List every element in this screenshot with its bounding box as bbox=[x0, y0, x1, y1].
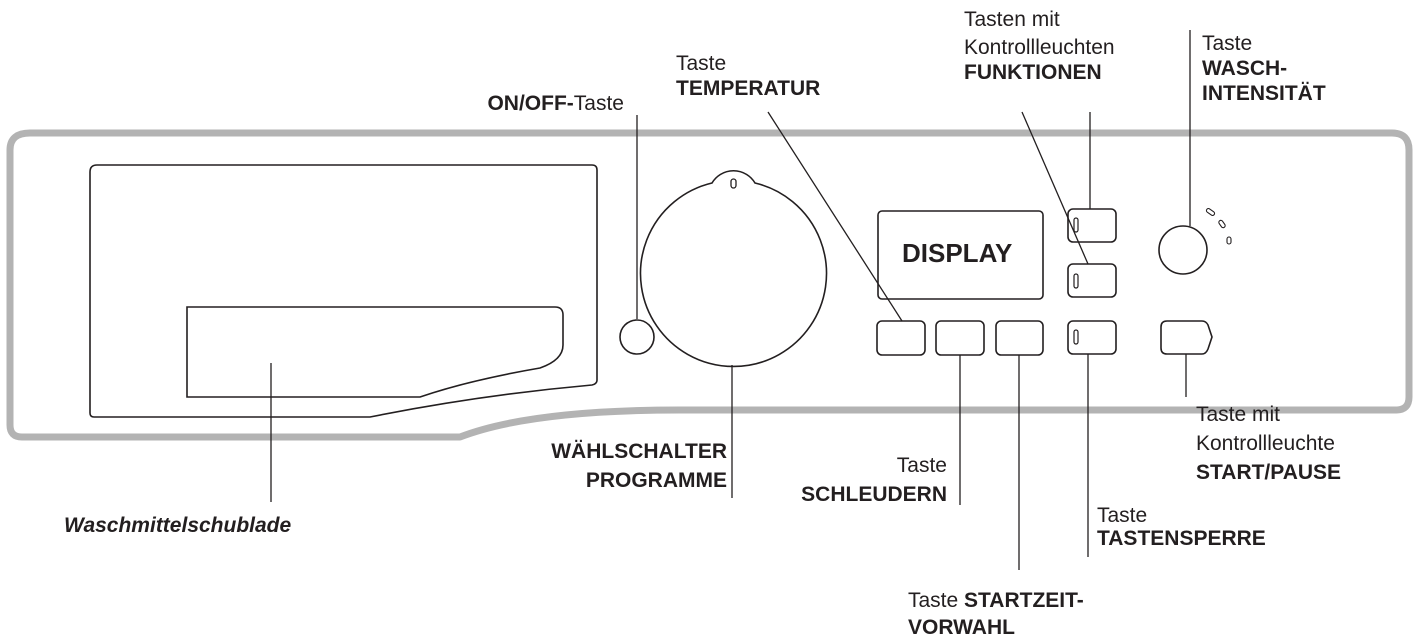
start-pause-label-line3: START/PAUSE bbox=[1196, 461, 1342, 484]
leader-temperatur bbox=[767, 111, 903, 322]
start-pause-label-line2: Kontrollleuchte bbox=[1196, 432, 1335, 455]
wash-intensity-label-line2: WASCH- bbox=[1202, 57, 1288, 80]
start-pause-label: Taste mit Kontrollleuchte START/PAUSE bbox=[1196, 402, 1341, 485]
delay-start-label-normal: Taste bbox=[908, 589, 965, 612]
delay-start-label: Taste STARTZEIT- VORWAHL bbox=[908, 588, 1084, 640]
function-indicator-1 bbox=[1073, 217, 1079, 233]
wash-intensity-label: Taste WASCH- INTENSITÄT bbox=[1202, 31, 1326, 106]
delay-start-label-line1: Taste STARTZEIT- bbox=[908, 588, 1084, 613]
on-off-label: ON/OFF-Taste bbox=[487, 91, 624, 116]
key-lock-label-line1: Taste bbox=[1097, 504, 1148, 527]
detergent-drawer-handle bbox=[186, 306, 564, 398]
start-pause-label-line1: Taste mit bbox=[1196, 403, 1281, 426]
functions-label: Tasten mit Kontrollleuchten FUNKTIONEN bbox=[964, 7, 1115, 85]
spin-button[interactable] bbox=[935, 320, 985, 356]
intensity-level-light-2 bbox=[1218, 219, 1226, 229]
display-label: DISPLAY bbox=[902, 238, 1013, 268]
delay-start-button[interactable] bbox=[995, 320, 1044, 356]
spin-label: Taste SCHLEUDERN bbox=[801, 453, 947, 507]
intensity-level-light-3 bbox=[1226, 236, 1232, 245]
intensity-level-light-1 bbox=[1205, 208, 1216, 216]
wash-intensity-label-line1: Taste bbox=[1202, 32, 1253, 55]
program-selector-label-line2: PROGRAMME bbox=[585, 469, 727, 492]
detergent-drawer-label: Waschmittelschublade bbox=[64, 514, 292, 537]
functions-label-line2: Kontrollleuchten bbox=[964, 36, 1115, 59]
program-selector-label: WÄHLSCHALTER PROGRAMME bbox=[551, 439, 727, 493]
temperature-label-line2: TEMPERATUR bbox=[676, 77, 821, 100]
spin-label-line1: Taste bbox=[896, 454, 947, 477]
function-indicator-2 bbox=[1073, 273, 1079, 289]
temperature-button[interactable] bbox=[876, 320, 926, 356]
on-off-button[interactable] bbox=[619, 319, 655, 355]
functions-label-line1: Tasten mit bbox=[964, 8, 1060, 31]
display-screen bbox=[877, 210, 1044, 300]
key-lock-label: Taste TASTENSPERRE bbox=[1097, 504, 1266, 550]
functions-label-line3: FUNKTIONEN bbox=[964, 61, 1102, 84]
key-lock-button[interactable] bbox=[1067, 320, 1117, 355]
spin-label-line2: SCHLEUDERN bbox=[801, 483, 947, 506]
on-off-label-normal: Taste bbox=[573, 92, 624, 115]
program-selector-label-line1: WÄHLSCHALTER bbox=[551, 440, 727, 463]
wash-intensity-button[interactable] bbox=[1158, 225, 1208, 275]
function-button-1[interactable] bbox=[1067, 208, 1117, 243]
start-pause-button[interactable] bbox=[1160, 320, 1213, 355]
program-selector-dial[interactable] bbox=[639, 170, 828, 368]
leader-lines bbox=[270, 30, 1191, 570]
key-lock-label-line2: TASTENSPERRE bbox=[1097, 527, 1266, 550]
delay-start-label-bold2: VORWAHL bbox=[908, 616, 1015, 639]
temperature-label-line1: Taste bbox=[676, 52, 727, 75]
dial-indicator-mark bbox=[730, 178, 737, 189]
wash-intensity-label-line3: INTENSITÄT bbox=[1202, 82, 1326, 105]
temperature-label: Taste TEMPERATUR bbox=[676, 51, 820, 101]
panel-outline bbox=[6, 129, 1413, 441]
on-off-label-bold: ON/OFF- bbox=[487, 92, 574, 115]
function-button-2[interactable] bbox=[1067, 263, 1117, 298]
delay-start-label-bold1: STARTZEIT- bbox=[964, 589, 1084, 612]
leader-funktionen bbox=[1021, 111, 1089, 265]
key-lock-indicator bbox=[1073, 329, 1079, 345]
detergent-drawer bbox=[89, 164, 598, 418]
